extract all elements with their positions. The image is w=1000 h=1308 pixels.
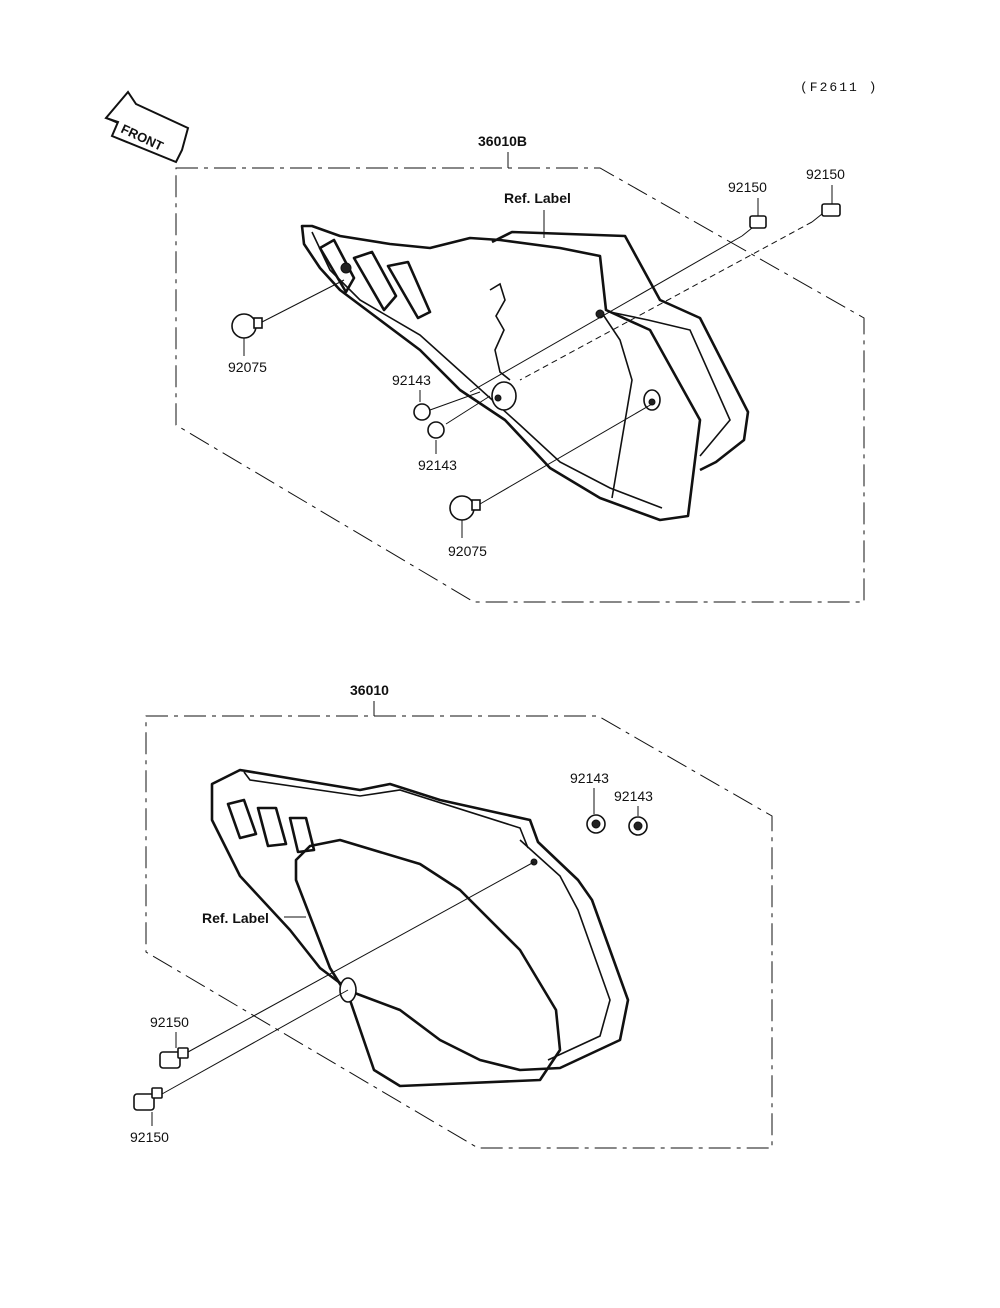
grommet-icon: [231, 313, 263, 339]
upper-side-cover: [300, 224, 702, 522]
bolt-icon: [811, 203, 841, 223]
nut-icon: [586, 814, 606, 834]
upper-label-plate: [491, 230, 750, 472]
upper-boundary: [175, 167, 865, 603]
upper-ref-label: Ref. Label: [504, 190, 571, 206]
bolt-icon: [741, 215, 767, 237]
assembly-upper: 36010B Ref. Label: [175, 133, 865, 603]
lower-label-panel: [294, 838, 562, 1088]
bolt-icon: [159, 1047, 189, 1069]
front-arrow-icon: FRONT: [104, 90, 190, 164]
nut-icon: [413, 403, 431, 421]
upper-part-number: 36010B: [478, 133, 527, 149]
nut-icon: [427, 421, 445, 439]
figure-code: (F2611 ): [800, 80, 878, 95]
callout-92075-b: 92075: [448, 543, 487, 559]
grommet-icon: [449, 495, 481, 521]
callout-92150-d: 92150: [130, 1129, 169, 1145]
assembly-lower: 36010 Ref. Label: [145, 682, 773, 1149]
lower-part-number: 36010: [350, 682, 389, 698]
callout-92143-c: 92143: [570, 770, 609, 786]
callout-92150-b: 92150: [806, 166, 845, 182]
bolt-icon: [133, 1087, 163, 1111]
callout-92143-b: 92143: [418, 457, 457, 473]
callout-92150-c: 92150: [150, 1014, 189, 1030]
lower-side-cover: [210, 768, 630, 1072]
callout-92150-a: 92150: [728, 179, 767, 195]
nut-icon: [628, 816, 648, 836]
callout-92143-a: 92143: [392, 372, 431, 388]
lower-boundary: [145, 715, 773, 1149]
lower-ref-label: Ref. Label: [202, 910, 269, 926]
callout-92075-a: 92075: [228, 359, 267, 375]
callout-92143-d: 92143: [614, 788, 653, 804]
